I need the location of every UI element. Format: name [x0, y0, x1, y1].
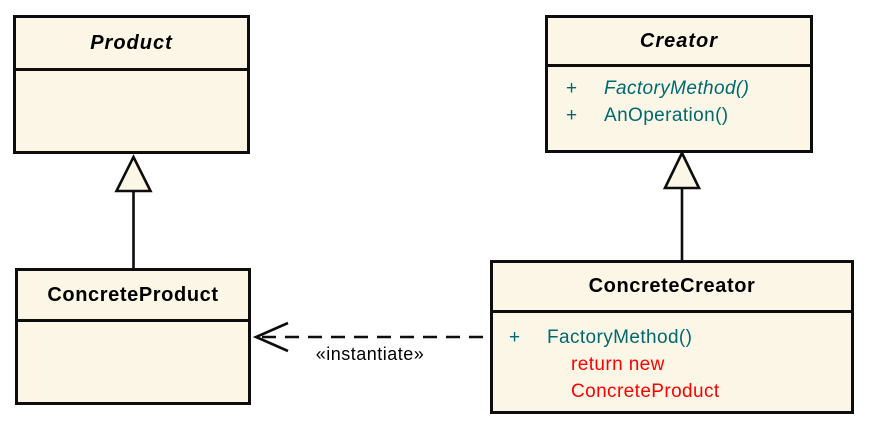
method-row: + FactoryMethod(): [566, 75, 810, 102]
method-name: FactoryMethod(): [604, 78, 750, 99]
generalization-triangle-creator: [662, 150, 702, 190]
class-product-title: Product: [16, 18, 247, 71]
class-concrete-creator: ConcreteCreator + FactoryMethod() return…: [490, 260, 854, 414]
class-concrete-product: ConcreteProduct: [15, 268, 251, 405]
method-name: AnOperation(): [604, 105, 729, 126]
class-product-body: [16, 71, 247, 151]
class-creator-title: Creator: [548, 18, 810, 67]
method-row: + FactoryMethod(): [509, 324, 851, 351]
class-concrete-product-title: ConcreteProduct: [18, 271, 248, 322]
method-row: + AnOperation(): [566, 102, 810, 129]
instantiate-edge-label: «instantiate»: [315, 344, 425, 364]
class-concrete-creator-body: + FactoryMethod() return new ConcretePro…: [493, 313, 851, 411]
method-name: FactoryMethod(): [547, 327, 693, 348]
method-visibility: +: [566, 105, 578, 126]
generalization-triangle-product: [114, 154, 153, 193]
pseudocode-note-line: return new: [571, 354, 665, 375]
class-product: Product: [13, 15, 250, 154]
class-concrete-product-body: [18, 322, 248, 402]
method-visibility: +: [509, 327, 521, 348]
class-creator-body: + FactoryMethod() + AnOperation(): [548, 67, 810, 150]
pseudocode-note-line: ConcreteProduct: [571, 381, 720, 402]
method-visibility: +: [566, 78, 578, 99]
instantiate-arrowhead-icon: [252, 321, 289, 353]
class-creator: Creator + FactoryMethod() + AnOperation(…: [545, 15, 813, 153]
class-concrete-creator-title: ConcreteCreator: [493, 263, 851, 313]
